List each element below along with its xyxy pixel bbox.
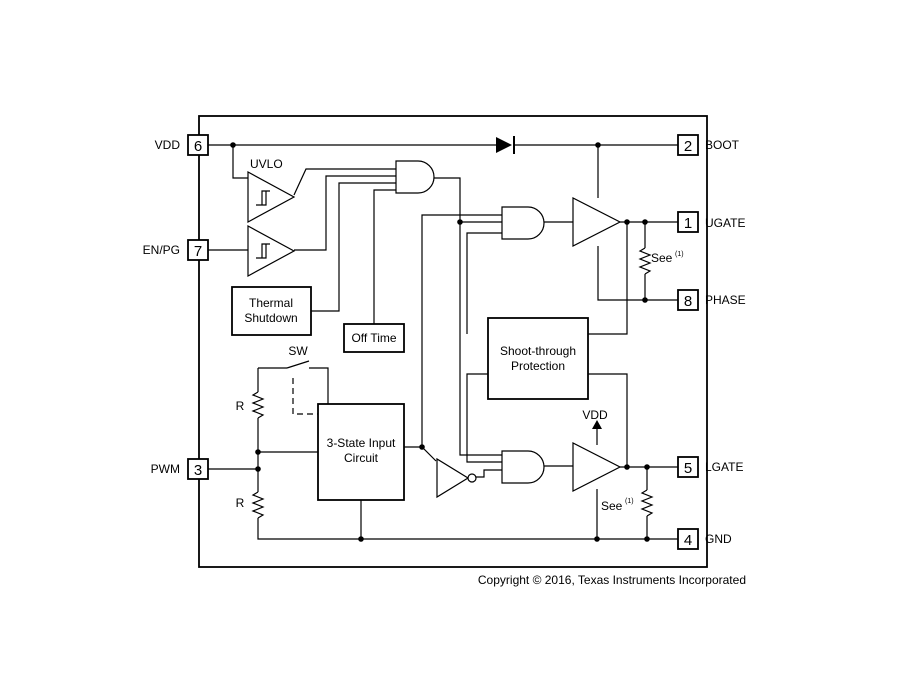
pin-name-vdd: VDD: [155, 138, 181, 152]
lower-and-gate: [501, 450, 545, 484]
sw-switch: [286, 360, 318, 415]
pin-name-enpg: EN/PG: [143, 243, 180, 257]
vdd-internal-label: VDD: [582, 408, 608, 422]
pin-name-lgate: LGATE: [705, 460, 743, 474]
pin-name-ugate: UGATE: [705, 216, 745, 230]
see-lower-note: (1): [625, 498, 634, 505]
pin-number-vdd: 6: [194, 138, 202, 155]
pin-number-pwm: 3: [194, 462, 202, 479]
shoot-through-label-line1: Shoot-through: [500, 344, 576, 358]
vdd-arrow-icon: [592, 420, 602, 429]
pin-number-ugate: 1: [684, 215, 692, 232]
pin-boxes: [187, 134, 699, 550]
thermal-shutdown-block: [231, 286, 312, 336]
pin-name-phase: PHASE: [705, 293, 746, 307]
junction-dots: [230, 142, 650, 542]
boot-diode: [496, 136, 515, 154]
shoot-through-block: [487, 317, 589, 400]
pin-name-pwm: PWM: [151, 462, 180, 476]
r-top-label: R: [236, 399, 245, 413]
shoot-through-label-line2: Protection: [511, 359, 565, 373]
uvlo-label: UVLO: [250, 157, 283, 171]
thermal-label-line1: Thermal: [249, 296, 293, 310]
enpg-comparator: [247, 224, 296, 278]
pin-number-enpg: 7: [194, 243, 202, 260]
tristate-input-block: [317, 403, 405, 501]
pin-number-gnd: 4: [684, 532, 692, 549]
copyright-text: Copyright © 2016, Texas Instruments Inco…: [478, 573, 746, 587]
pin-name-gnd: GND: [705, 532, 732, 546]
r-bottom-label: R: [236, 496, 245, 510]
tristate-label-line1: 3-State Input: [327, 436, 396, 450]
ic-outline: [198, 115, 708, 568]
pwm-inverter: [436, 457, 477, 499]
thermal-label-line2: Shutdown: [244, 311, 297, 325]
pin-number-lgate: 5: [684, 460, 692, 477]
upper-and-gate: [501, 206, 545, 240]
pin-number-boot: 2: [684, 138, 692, 155]
uvlo-comparator: [247, 170, 296, 224]
see-upper-note: (1): [675, 251, 684, 258]
enable-and-gate: [395, 160, 435, 194]
see-lower-label: See: [601, 499, 623, 513]
see-upper-label: See: [651, 251, 673, 265]
tristate-label-line2: Circuit: [344, 451, 379, 465]
off-time-label: Off Time: [351, 331, 396, 345]
pin-name-boot: BOOT: [705, 138, 740, 152]
upper-driver-buffer: [572, 197, 622, 247]
sw-label: SW: [288, 344, 308, 358]
off-time-block: [343, 323, 405, 353]
lower-driver-buffer: [572, 442, 622, 492]
wiring: [208, 144, 678, 540]
pin-number-phase: 8: [684, 293, 692, 310]
